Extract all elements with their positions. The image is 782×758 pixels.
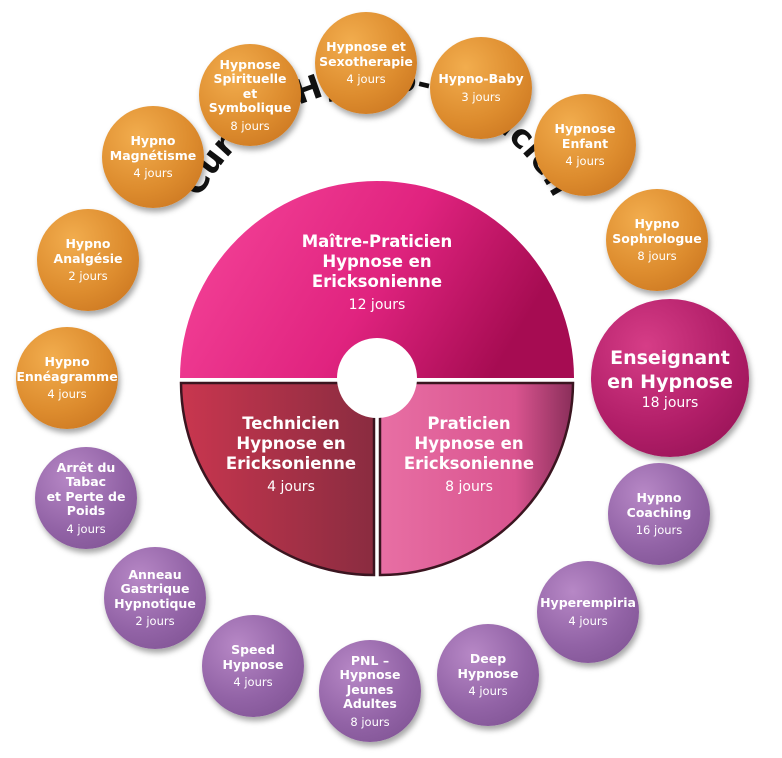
maitre-praticien-duration: 12 jours: [348, 297, 406, 313]
bubble-spirituelle: Hypnose Spirituelle et Symbolique 8 jour…: [199, 44, 301, 146]
module-duration: 8 jours: [230, 118, 270, 133]
wheel-hub: [337, 338, 417, 418]
bubble-pnl: PNL – Hypnose Jeunes Adultes 8 jours: [319, 640, 421, 742]
module-title: Hypno Coaching: [626, 490, 692, 520]
module-title: Hypno Magnétisme: [109, 133, 197, 163]
bubble-arret-tabac: Arrêt du Tabac et Perte de Poids 4 jours: [35, 447, 137, 549]
praticien-duration: 8 jours: [445, 479, 493, 495]
module-duration: 4 jours: [346, 72, 386, 86]
module-title: Hypno Sophrologue: [612, 216, 702, 246]
segment-maitre-praticien: [180, 181, 574, 378]
label-technicien: Technicien Hypnose en Ericksonienne 4 jo…: [206, 414, 376, 496]
technicien-duration: 4 jours: [267, 479, 315, 495]
bubble-enneagramme: Hypno Ennéagramme 4 jours: [16, 327, 118, 429]
module-duration: 3 jours: [461, 89, 501, 104]
technicien-title: Technicien Hypnose en Ericksonienne: [225, 414, 357, 473]
segment-praticien: [378, 381, 575, 577]
module-duration: 4 jours: [66, 521, 106, 536]
module-title: Hypnose Spirituelle et Symbolique: [208, 56, 292, 115]
wheel-segments: [179, 181, 575, 577]
label-maitre-praticien: Maître-Praticien Hypnose en Ericksonienn…: [262, 232, 492, 314]
module-title: Anneau Gastrique Hypnotique: [114, 566, 196, 611]
bubble-anneau-gastrique: Anneau Gastrique Hypnotique 2 jours: [104, 547, 206, 649]
bubble-hypno-baby: Hypno-Baby 3 jours: [430, 37, 532, 139]
praticien-title: Praticien Hypnose en Ericksonienne: [403, 414, 535, 473]
bubble-speed-hypnose: Speed Hypnose 4 jours: [202, 615, 304, 717]
bubble-magnetisme: Hypno Magnétisme 4 jours: [102, 106, 204, 208]
module-duration: 2 jours: [68, 269, 108, 283]
module-title: Hyperempiria: [540, 595, 636, 611]
bubble-hyperempiria: Hyperempiria 4 jours: [537, 561, 639, 663]
module-duration: 4 jours: [133, 166, 173, 180]
module-title: Hypno Analgésie: [53, 236, 123, 266]
bubble-deep-hypnose: Deep Hypnose 4 jours: [437, 624, 539, 726]
bubble-sexotherapie: Hypnose et Sexotherapie 4 jours: [315, 12, 417, 114]
enseignant-duration: 18 jours: [641, 395, 699, 411]
bubble-sophrologue: Hypno Sophrologue 8 jours: [606, 189, 708, 291]
enseignant-title: Enseignant en Hypnose: [607, 347, 733, 393]
module-title: Hypnose et Sexotherapie: [319, 39, 413, 69]
module-duration: 4 jours: [47, 387, 87, 401]
module-title: Hypnose Enfant: [554, 121, 616, 151]
bubble-coaching: Hypno Coaching 16 jours: [608, 463, 710, 565]
module-title: Hypno-Baby: [438, 71, 524, 87]
module-duration: 8 jours: [350, 714, 390, 729]
maitre-praticien-title: Maître-Praticien Hypnose en Ericksonienn…: [301, 232, 453, 291]
module-duration: 2 jours: [135, 614, 175, 629]
module-title: Hypno Ennéagramme: [16, 354, 118, 384]
module-duration: 4 jours: [468, 684, 508, 698]
bubble-hypnose-enfant: Hypnose Enfant 4 jours: [534, 94, 636, 196]
module-title: Arrêt du Tabac et Perte de Poids: [46, 459, 126, 518]
module-title: PNL – Hypnose Jeunes Adultes: [339, 652, 401, 711]
module-duration: 4 jours: [565, 154, 605, 168]
module-title: Deep Hypnose: [457, 651, 519, 681]
module-title: Speed Hypnose: [222, 642, 284, 672]
module-duration: 16 jours: [635, 523, 683, 537]
module-duration: 4 jours: [568, 613, 608, 628]
label-praticien: Praticien Hypnose en Ericksonienne 8 jou…: [384, 414, 554, 496]
module-duration: 8 jours: [637, 249, 677, 263]
module-duration: 4 jours: [233, 675, 273, 689]
segment-technicien: [179, 381, 376, 577]
bubble-analgesie: Hypno Analgésie 2 jours: [37, 209, 139, 311]
bubble-enseignant: Enseignant en Hypnose 18 jours: [591, 299, 749, 457]
